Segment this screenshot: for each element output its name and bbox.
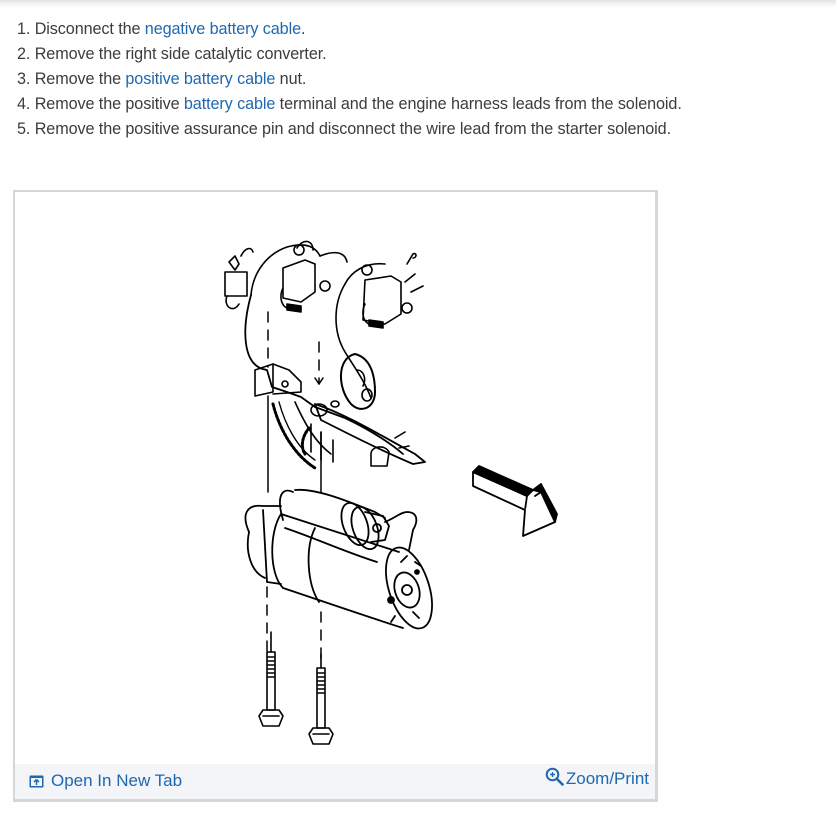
zoom-print-label: Zoom/Print xyxy=(565,769,649,788)
step-text: terminal and the engine harness leads fr… xyxy=(275,95,682,113)
step-2: 2. Remove the right side catalytic conve… xyxy=(17,42,682,67)
zoom-in-icon xyxy=(545,767,564,786)
step-text: . xyxy=(300,20,306,38)
step-text: Remove the right side catalytic converte… xyxy=(34,45,327,63)
starter-motor-drawing xyxy=(244,488,433,630)
step-number: 1. xyxy=(17,20,31,38)
open-in-new-tab-icon xyxy=(29,775,44,787)
step-text: nut. xyxy=(275,70,307,88)
step-number: 2. xyxy=(17,45,31,63)
step-5: 5. Remove the positive assurance pin and… xyxy=(17,117,682,142)
instruction-steps: 1. Disconnect the negative battery cable… xyxy=(17,17,682,142)
step-number: 3. xyxy=(17,70,31,88)
link-negative-battery-cable[interactable]: negative battery cable xyxy=(144,20,301,38)
zoom-print-button[interactable]: Zoom/Print xyxy=(545,767,649,789)
step-4: 4. Remove the positive battery cable ter… xyxy=(17,92,682,117)
diagram-figure: Open In New Tab Zoom/Print xyxy=(13,190,658,802)
step-text: Remove the positive xyxy=(34,95,184,113)
figure-footer: Open In New Tab Zoom/Print xyxy=(15,764,655,799)
top-shadow xyxy=(0,0,836,8)
step-number: 4. xyxy=(17,95,31,113)
step-number: 5. xyxy=(17,120,31,138)
step-3: 3. Remove the positive battery cable nut… xyxy=(17,67,682,92)
mounting-bolts-drawing xyxy=(258,631,334,745)
link-positive-battery-cable[interactable]: positive battery cable xyxy=(125,70,276,88)
front-direction-arrow xyxy=(472,465,558,537)
open-in-new-tab-label: Open In New Tab xyxy=(51,771,183,790)
step-1: 1. Disconnect the negative battery cable… xyxy=(17,17,682,42)
step-text: Remove the positive assurance pin and di… xyxy=(34,120,671,138)
link-battery-cable[interactable]: battery cable xyxy=(183,95,276,113)
starter-removal-diagram[interactable] xyxy=(15,192,655,764)
step-text: Disconnect the xyxy=(34,20,145,38)
step-text: Remove the xyxy=(34,70,126,88)
engine-block-drawing xyxy=(224,240,426,470)
open-in-new-tab-button[interactable]: Open In New Tab xyxy=(29,771,182,791)
